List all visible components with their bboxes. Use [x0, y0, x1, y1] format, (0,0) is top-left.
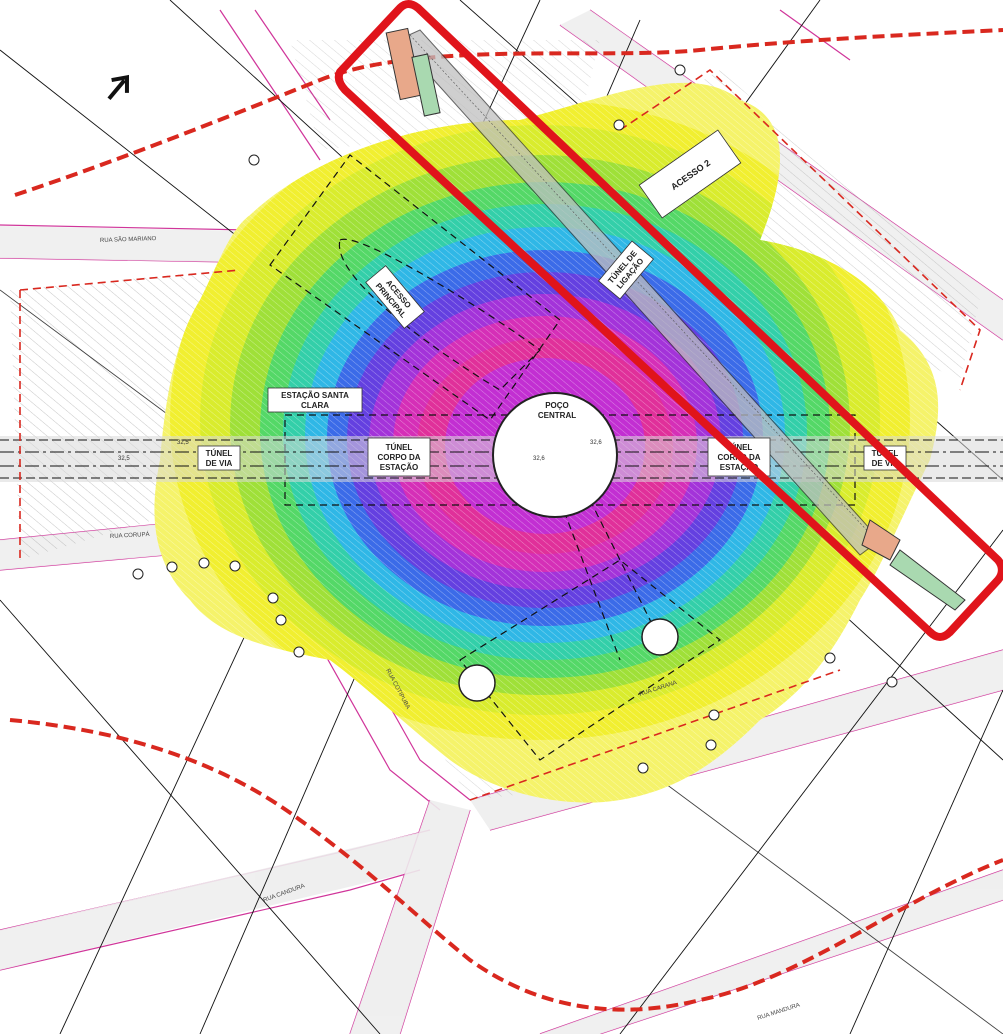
label-tunel-via-left: TÚNEL DE VIA — [197, 445, 241, 471]
street-name-1: RUA SÃO MARIANO — [100, 235, 157, 244]
elevation-marks: 32,5 32,5 32,6 32,6 — [118, 440, 602, 462]
corpo-left-line2: CORPO DA — [377, 453, 420, 462]
estacao-line2: CLARA — [301, 401, 329, 410]
tunel-via-left-line1: TÚNEL — [206, 449, 233, 458]
connection-tunnel — [385, 27, 966, 611]
label-tunel-ligacao: TÚNEL DE LIGAÇÃO — [597, 240, 655, 300]
poco-line2: CENTRAL — [538, 411, 576, 420]
label-poco-central: POÇO CENTRAL — [538, 401, 576, 420]
shafts — [458, 392, 679, 702]
highlight-frame — [334, 0, 1003, 641]
label-corpo-left: TÚNEL CORPO DA ESTAÇÃO — [367, 437, 431, 477]
poco-line1: POÇO — [545, 401, 569, 410]
north-arrow-icon — [107, 74, 130, 101]
elevation-3: 32,6 — [590, 440, 602, 446]
aux-shaft-1 — [458, 664, 496, 702]
label-acesso-2: ACESSO 2 — [638, 129, 742, 219]
tunel-via-left-line2: DE VIA — [206, 459, 233, 468]
property-boundary — [19, 68, 981, 801]
label-estacao: ESTAÇÃO SANTA CLARA — [267, 387, 363, 413]
tunel-via-right-line2: DE VIA — [872, 459, 899, 468]
elevation-2: 32,5 — [118, 456, 130, 462]
elevation-1: 32,5 — [177, 440, 189, 446]
elevation-4: 32,6 — [533, 456, 545, 462]
corpo-left-line1: TÚNEL — [386, 443, 413, 452]
central-shaft — [492, 392, 618, 518]
corpo-left-line3: ESTAÇÃO — [380, 463, 419, 472]
lot-markers — [132, 64, 898, 774]
aux-shaft-2 — [641, 618, 679, 656]
estacao-line1: ESTAÇÃO SANTA — [281, 391, 349, 400]
influence-boundaries — [9, 28, 1003, 1012]
street-name-2: RUA CORUPÁ — [110, 531, 150, 540]
corpo-right-line3: ESTAÇÃO — [720, 463, 759, 472]
corpo-right-line1: TÚNEL — [726, 443, 753, 452]
